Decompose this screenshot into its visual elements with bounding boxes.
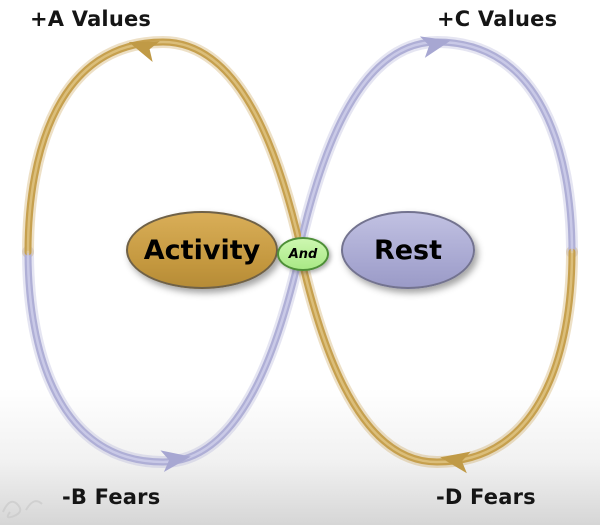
activity-node-label: Activity xyxy=(143,234,261,266)
watermark-squiggle xyxy=(2,500,43,519)
and-connector-label: And xyxy=(288,246,318,262)
left-loop-top-highlight xyxy=(26,40,303,254)
arrow-top-left-icon xyxy=(128,41,160,62)
left-loop-bottom-highlight xyxy=(26,247,303,464)
and-connector-node: And xyxy=(277,237,329,271)
arrow-top-right-icon xyxy=(419,36,451,58)
right-loop-bottom-highlight xyxy=(297,247,574,464)
rest-node: Rest xyxy=(341,211,475,289)
activity-node: Activity xyxy=(126,211,278,289)
label-plus-a-values: +A Values xyxy=(30,7,152,31)
arrow-bottom-right-icon xyxy=(440,451,471,474)
rest-node-label: Rest xyxy=(373,234,443,266)
arrow-bottom-left-icon xyxy=(160,450,191,473)
label-minus-d-fears: -D Fears xyxy=(436,485,536,509)
label-minus-b-fears: -B Fears xyxy=(62,485,161,509)
label-plus-c-values: +C Values xyxy=(437,7,558,31)
